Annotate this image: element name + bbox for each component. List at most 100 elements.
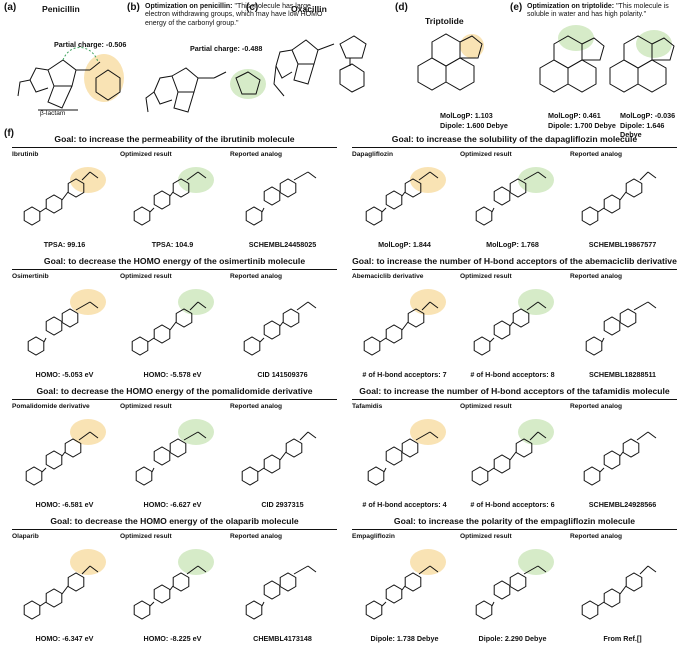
goal-title: Goal: to increase the number of H-bond a…: [352, 256, 677, 266]
molecule-structure: [131, 289, 214, 356]
goal-divider: [352, 399, 677, 400]
goal-panel: Goal: to increase the permeability of th…: [12, 134, 337, 252]
result-caption: HOMO: -5.053 eV: [35, 370, 94, 379]
molecule-structure: [581, 565, 657, 620]
panel-b-charge: Partial charge: -0.488: [190, 44, 263, 53]
panel-e-m2-logp: MolLogP: -0.036: [620, 111, 676, 120]
result-caption: HOMO: -6.347 eV: [35, 634, 94, 643]
panel-f-label: (f): [4, 128, 14, 139]
column-header: Optimized result: [120, 273, 172, 280]
goal-title: Goal: to increase the polarity of the em…: [393, 516, 636, 526]
goal-divider: [352, 529, 677, 530]
result-caption: TPSA: 99.16: [43, 240, 86, 249]
column-header: Optimized result: [460, 533, 512, 540]
penicillin-structure: [17, 47, 124, 111]
result-caption: HOMO: -6.581 eV: [35, 500, 94, 509]
panel-b-title: Optimization on penicillin:: [145, 3, 233, 10]
result-caption: Dipole: 2.290 Debye: [478, 634, 547, 643]
column-header: Abemaciclib derivative: [352, 273, 424, 280]
molecule-structure: [241, 431, 317, 486]
column-header: Ibrutinib: [12, 151, 39, 158]
goal-panel: Goal: to increase the number of H-bond a…: [352, 256, 677, 382]
molecule-structure: [471, 419, 554, 486]
panel-e-m1-logp: MolLogP: 0.461: [548, 111, 601, 120]
column-header: Pomalidomide derivative: [12, 403, 90, 410]
result-caption: MolLogP: 1.768: [486, 240, 539, 249]
panel-a-beta-label: β-lactam: [40, 110, 66, 117]
panel-d-logp: MolLogP: 1.103: [440, 111, 493, 120]
column-header: Optimized result: [460, 403, 512, 410]
molecule-structure: [473, 289, 554, 356]
goal-title: Goal: to increase the number of H-bond a…: [359, 386, 670, 396]
result-caption: # of H-bond acceptors: 4: [362, 500, 447, 509]
panel-a-label: (a): [4, 2, 17, 13]
column-header: Reported analog: [570, 273, 623, 280]
molecule-structure: [25, 419, 106, 486]
column-header: Olaparib: [12, 533, 39, 540]
panel-e-quote: "This molecule is soluble in water and h…: [527, 3, 669, 19]
goal-divider: [12, 399, 337, 400]
goal-panel: Goal: to decrease the HOMO energy of the…: [12, 516, 337, 646]
column-header: Empagliflozin: [352, 533, 395, 540]
molecule-structure: [135, 419, 214, 486]
goal-title: Goal: to increase the permeability of th…: [54, 134, 295, 144]
result-caption: CID 2937315: [261, 500, 304, 509]
column-header: Dapagliflozin: [352, 151, 394, 158]
goal-divider: [352, 269, 677, 270]
result-caption: HOMO: -6.627 eV: [143, 500, 202, 509]
goal-panel: Goal: to increase the polarity of the em…: [352, 516, 677, 646]
panel-e-note: Optimization on triptolide: "This molecu…: [527, 3, 685, 20]
result-caption: TPSA: 104.9: [151, 240, 194, 249]
result-caption: # of H-bond acceptors: 6: [470, 500, 555, 509]
molecule-structure: [245, 171, 317, 226]
panel-d-dipole: Dipole: 1.600 Debye: [440, 121, 508, 130]
column-header: Reported analog: [230, 403, 283, 410]
result-caption: Dipole: 1.738 Debye: [370, 634, 439, 643]
column-header: Reported analog: [230, 273, 283, 280]
column-header: Optimized result: [120, 533, 172, 540]
molecule-structure: [585, 301, 657, 356]
panel-e-title: Optimization on triptolide:: [527, 3, 615, 10]
molecule-structure: [475, 167, 554, 226]
column-header: Reported analog: [570, 151, 623, 158]
panel-b-note: Optimization on penicillin: "This molecu…: [145, 3, 323, 28]
molecule-structure: [243, 301, 317, 356]
result-caption: # of H-bond acceptors: 8: [470, 370, 555, 379]
goal-title: Goal: to decrease the HOMO energy of the…: [50, 516, 299, 526]
molecule-structure: [363, 289, 446, 356]
panel-a-title: Penicillin: [42, 4, 80, 14]
result-caption: # of H-bond acceptors: 7: [362, 370, 447, 379]
molecule-structure: [475, 549, 554, 620]
panel-e-m2-dipole: Dipole: 1.646 Debye: [620, 121, 665, 139]
panel-b-quote: "This molecule has large electron withdr…: [145, 3, 323, 27]
goal-title: Goal: to decrease the HOMO energy of the…: [43, 256, 306, 266]
panel-a-charge: Partial charge: -0.506: [54, 40, 127, 49]
goal-panel: Goal: to increase the number of H-bond a…: [352, 386, 677, 512]
molecule-structure: [365, 549, 446, 620]
column-header: Optimized result: [460, 151, 512, 158]
result-caption: SCHEMBL24928566: [588, 500, 657, 509]
goal-panel: Goal: to decrease the HOMO energy of the…: [12, 386, 337, 512]
column-header: Osimertinib: [12, 273, 49, 280]
molecule-structure: [245, 565, 317, 620]
optimized-penicillin-structure: [145, 67, 266, 113]
molecule-structure: [23, 167, 106, 226]
result-caption: SCHEMBL19867577: [588, 240, 657, 249]
panel-e-m1-dipole: Dipole: 1.700 Debye: [548, 121, 616, 130]
molecule-structure: [583, 431, 657, 486]
goal-panel: Goal: to decrease the HOMO energy of the…: [12, 256, 337, 382]
panel-c-label: (c): [246, 2, 259, 13]
goal-title: Goal: to increase the solubility of the …: [391, 134, 638, 144]
column-header: Optimized result: [120, 403, 172, 410]
column-header: Reported analog: [570, 403, 623, 410]
goal-divider: [12, 269, 337, 270]
panel-b-label: (b): [127, 2, 140, 13]
column-header: Optimized result: [460, 273, 512, 280]
goal-panel: Goal: to increase the solubility of the …: [352, 134, 677, 252]
molecule-structure: [133, 549, 214, 620]
molecule-structure: [365, 167, 446, 226]
column-header: Reported analog: [230, 151, 283, 158]
optimized-triptolide-2-structure: [609, 30, 675, 93]
column-header: Reported analog: [570, 533, 623, 540]
